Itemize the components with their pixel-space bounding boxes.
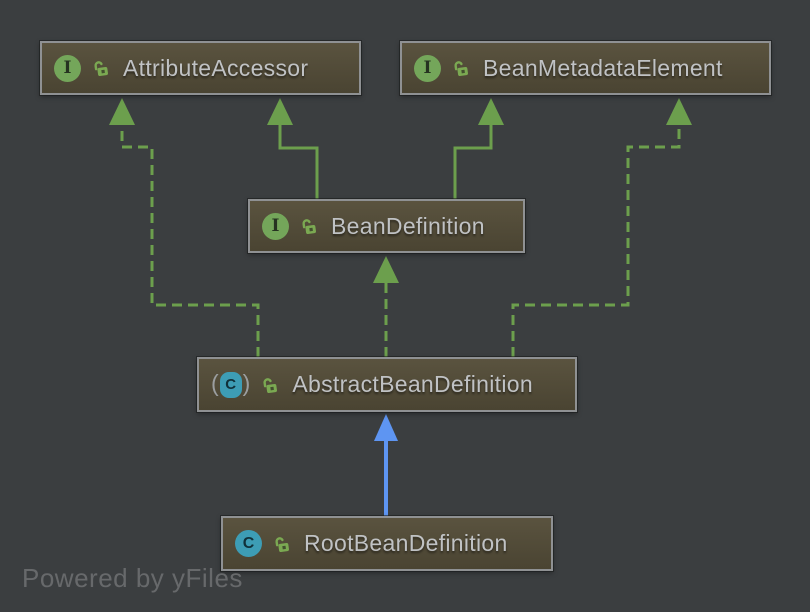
edge-line	[278, 123, 319, 199]
edge-rootbeandefinition-extends-abstractbeandefinition[interactable]	[374, 414, 398, 516]
class-node-attributeaccessor[interactable]: I AttributeAccessor	[40, 41, 361, 95]
class-node-beandefinition[interactable]: I BeanDefinition	[248, 199, 525, 253]
unlocked-padlock-icon	[302, 219, 316, 235]
class-name-label: AbstractBeanDefinition	[292, 371, 533, 397]
class-node-rootbeandefinition[interactable]: C RootBeanDefinition	[221, 516, 553, 571]
class-letter-badge: C	[219, 371, 242, 398]
edge-arrowhead-icon	[373, 256, 399, 283]
edge-abstractbeandefinition-implements-attributeaccessor[interactable]	[109, 98, 260, 357]
interface-icon: I	[414, 54, 441, 82]
unlocked-padlock-icon	[275, 536, 289, 552]
edge-arrowhead-icon	[478, 98, 504, 125]
unlocked-padlock-icon	[454, 61, 468, 77]
edge-beandefinition-extends-attributeaccessor[interactable]	[267, 98, 319, 199]
abstract-paren: )	[242, 370, 251, 396]
edge-arrowhead-icon	[267, 98, 293, 125]
edge-line	[453, 123, 493, 199]
interface-icon: I	[54, 54, 81, 82]
edge-line	[511, 123, 681, 357]
class-node-abstractbeandefinition[interactable]: ( C ) AbstractBeanDefinition	[197, 357, 577, 412]
edge-arrowhead-icon	[109, 98, 135, 125]
class-name-label: RootBeanDefinition	[304, 530, 508, 556]
class-node-beanmetadataelement[interactable]: I BeanMetadataElement	[400, 41, 771, 95]
edge-line	[120, 123, 260, 357]
class-name-label: AttributeAccessor	[123, 54, 309, 81]
yfiles-watermark: Powered by yFiles	[22, 563, 243, 593]
edge-beandefinition-extends-beanmetadataelement[interactable]	[453, 98, 504, 199]
interface-icon: I	[262, 212, 289, 240]
edge-arrowhead-icon	[666, 98, 692, 125]
edge-abstractbeandefinition-implements-beanmetadataelement[interactable]	[511, 98, 692, 357]
abstract-paren: (	[211, 370, 219, 396]
class-name-label: BeanMetadataElement	[483, 54, 723, 81]
class-icon: C	[235, 530, 262, 557]
abstract-class-icon: ( C )	[211, 370, 251, 398]
class-name-label: BeanDefinition	[331, 212, 485, 239]
edge-arrowhead-icon	[374, 414, 398, 441]
unlocked-padlock-icon	[263, 377, 278, 393]
unlocked-padlock-icon	[94, 61, 108, 77]
edge-abstractbeandefinition-implements-beandefinition[interactable]	[373, 256, 399, 357]
